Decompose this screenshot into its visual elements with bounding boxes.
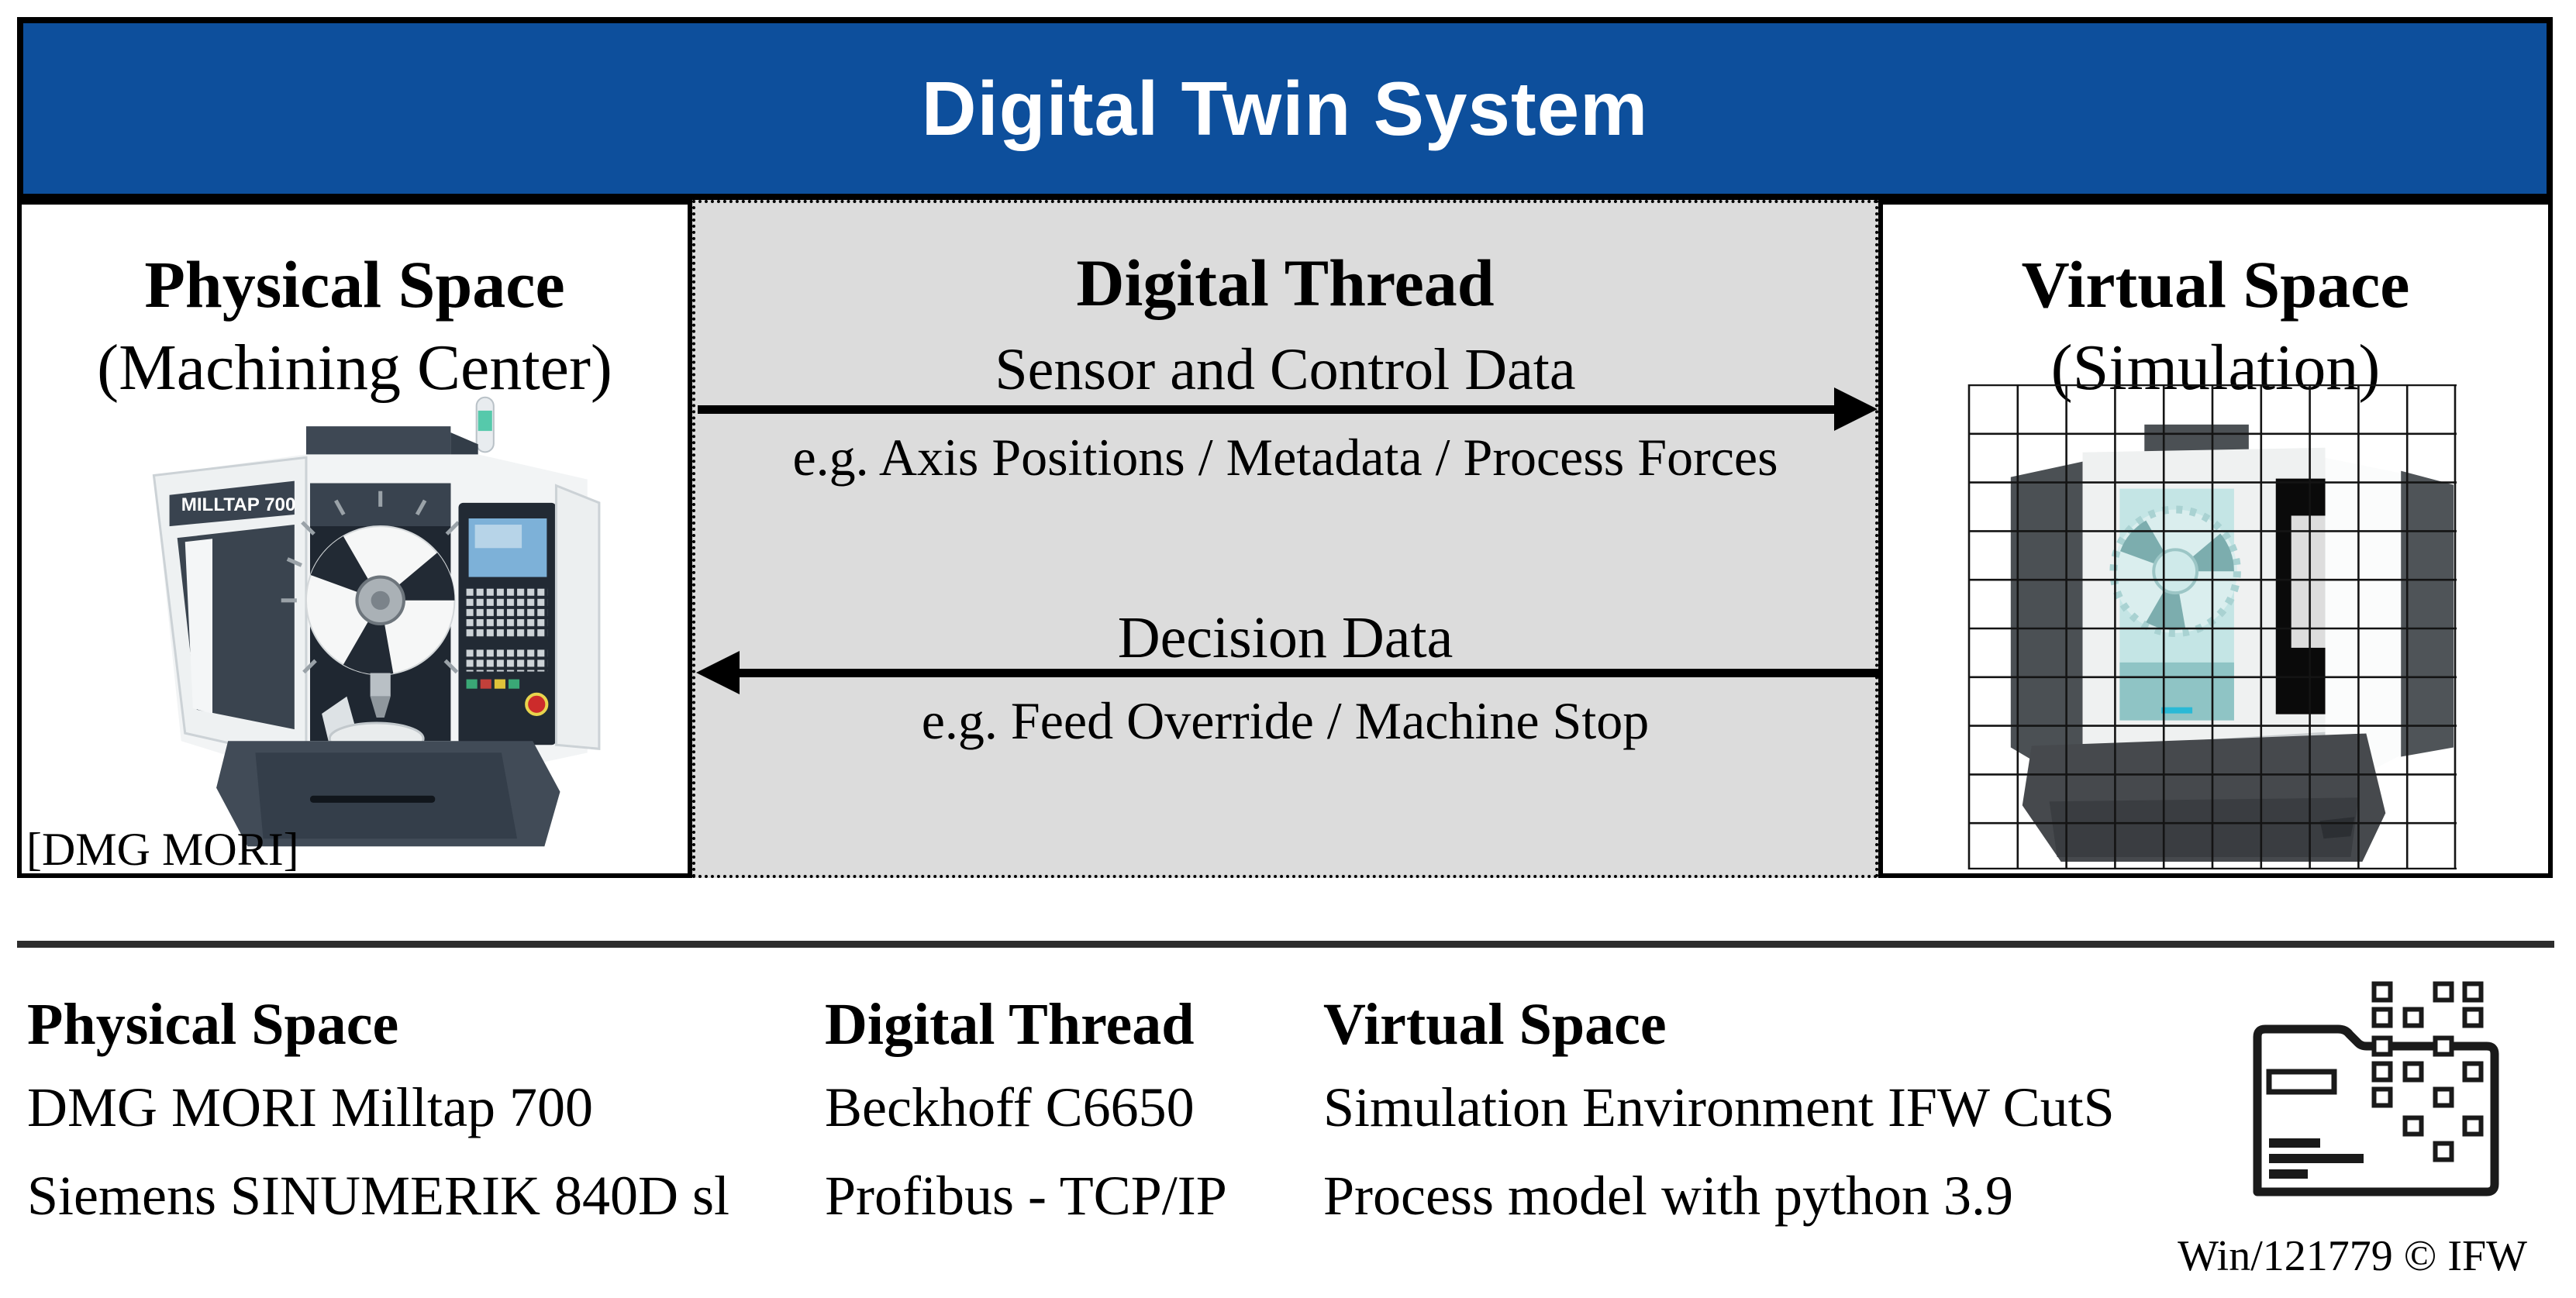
- legend-column-physical: Physical Space DMG MORI Milltap 700 Siem…: [27, 986, 814, 1240]
- decision-data-arrow: [736, 669, 1878, 677]
- sensor-data-label: Sensor and Control Data: [995, 337, 1576, 402]
- legend-column-virtual: Virtual Space Simulation Environment IFW…: [1323, 986, 2265, 1240]
- legend-title: Virtual Space: [1323, 992, 1667, 1057]
- photo-source-credit: [DMG MORI]: [26, 824, 299, 875]
- legend-row: Simulation Environment IFW CutS: [1323, 1076, 2115, 1138]
- legend-row: Profibus - TCP/IP: [825, 1165, 1227, 1227]
- legend-row: Beckhoff C6650: [825, 1076, 1195, 1138]
- physical-space-subtitle: (Machining Center): [97, 332, 612, 404]
- legend-separator-line: [17, 941, 2554, 948]
- legend-row: DMG MORI Milltap 700: [27, 1076, 594, 1138]
- digital-thread-title: Digital Thread: [1076, 246, 1495, 320]
- physical-space-title: Physical Space: [144, 247, 565, 322]
- legend-row: Process model with python 3.9: [1323, 1165, 2013, 1227]
- legend-row: Siemens SINUMERIK 840D sl: [27, 1165, 730, 1227]
- machining-center-photo: MILLTAP 700: [152, 396, 601, 847]
- digital-thread-panel: Digital Thread Sensor and Control Data e…: [692, 200, 1878, 878]
- cnc-control-panel: [458, 502, 557, 745]
- figure-header-band: Digital Twin System: [17, 17, 2553, 200]
- virtual-space-panel: Virtual Space (Simulation): [1878, 200, 2553, 878]
- decision-data-label: Decision Data: [1117, 605, 1454, 670]
- pixel-squares: [2371, 981, 2484, 1162]
- simulation-voxel-image: [1967, 384, 2457, 869]
- voxel-grid-overlay: [1967, 384, 2457, 869]
- figure-title: Digital Twin System: [921, 65, 1649, 151]
- folder-pixel-icon: [2253, 981, 2499, 1196]
- physical-space-panel: Physical Space (Machining Center) MILLTA…: [17, 200, 692, 878]
- decision-data-example: e.g. Feed Override / Machine Stop: [921, 691, 1650, 750]
- figure-credit: Win/121779 © IFW: [2178, 1232, 2527, 1280]
- legend-column-thread: Digital Thread Beckhoff C6650 Profibus -…: [825, 986, 1313, 1240]
- sensor-data-example: e.g. Axis Positions / Metadata / Process…: [792, 428, 1778, 487]
- virtual-space-title: Virtual Space: [2021, 247, 2410, 322]
- sensor-data-arrow: [698, 405, 1837, 414]
- legend-title: Physical Space: [27, 992, 399, 1057]
- machine-model-label: MILLTAP 700: [181, 494, 296, 515]
- decision-data-arrowhead-icon: [696, 651, 740, 694]
- legend-title: Digital Thread: [825, 992, 1195, 1057]
- emergency-stop-button: [525, 692, 549, 716]
- virtual-space-subtitle: (Simulation): [2050, 332, 2381, 404]
- sensor-data-arrowhead-icon: [1834, 387, 1878, 431]
